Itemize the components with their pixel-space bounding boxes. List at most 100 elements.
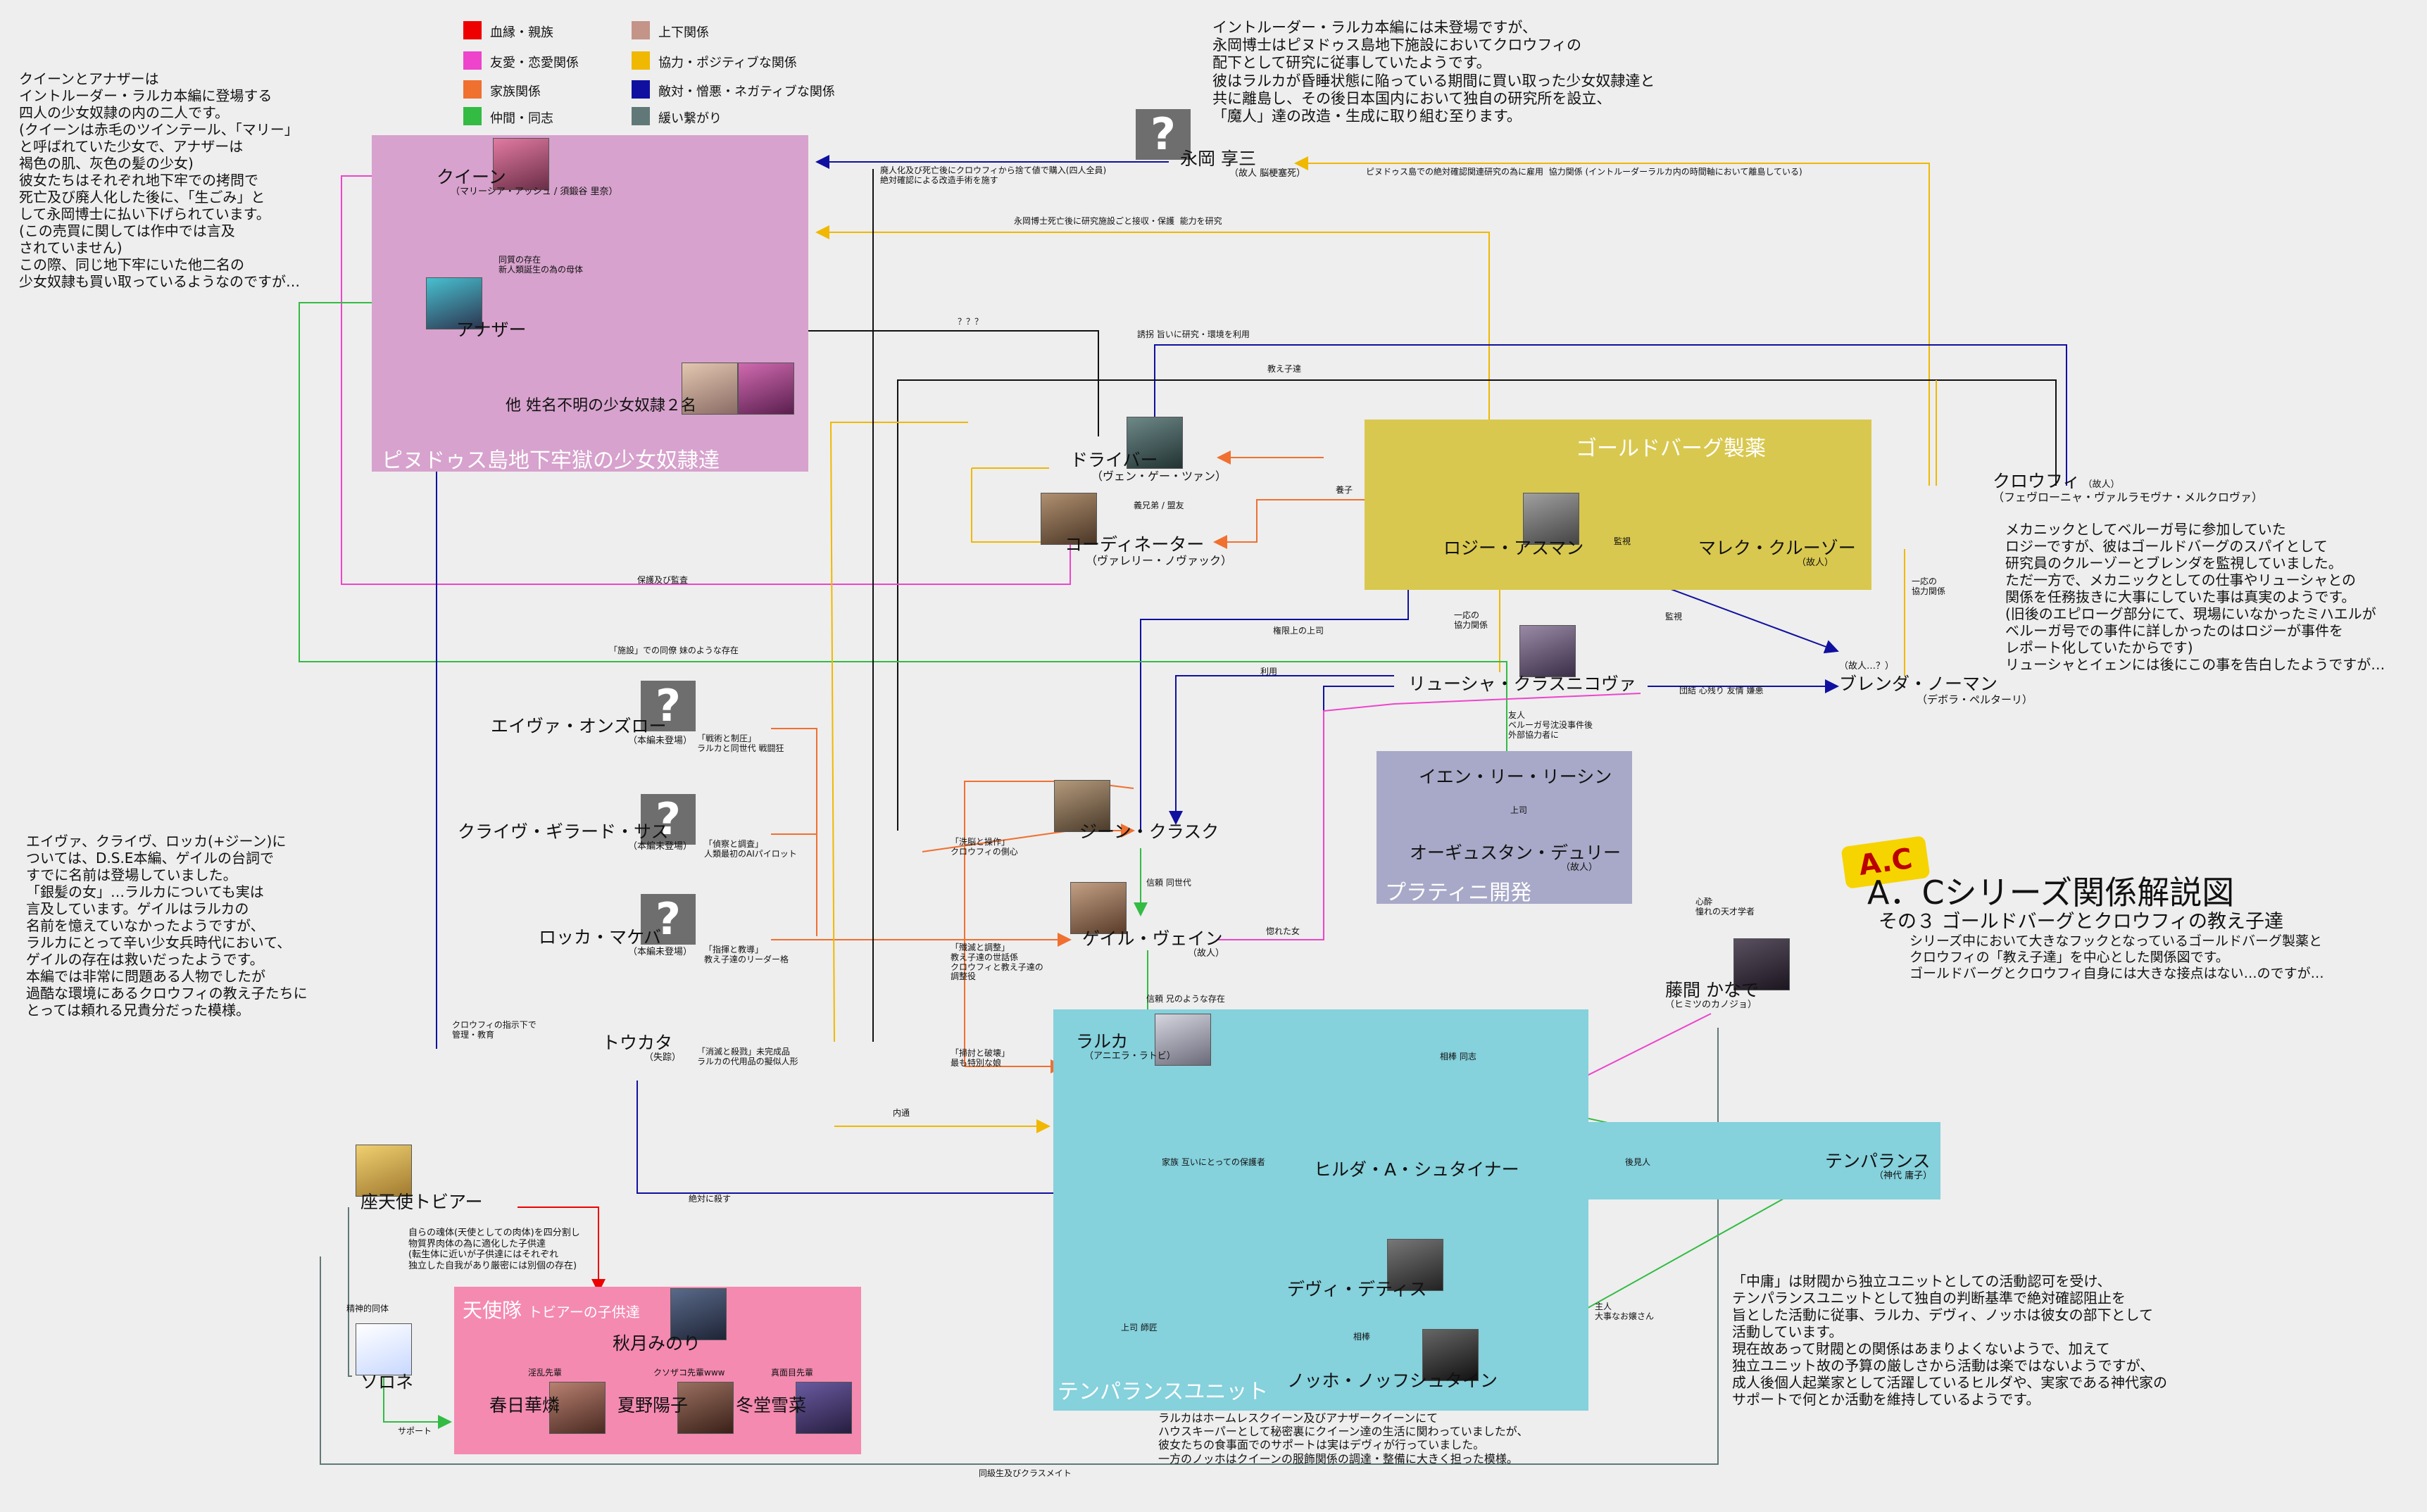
yukina-portrait — [796, 1382, 852, 1434]
node-kaede: 春日華燐 — [489, 1396, 560, 1416]
region-tenpa-main: テンパランスユニット — [1053, 1009, 1588, 1411]
brenda-sub: （デボラ・ペルターリ） — [1917, 693, 2033, 706]
edge-label-e7: 教え子達 — [1267, 364, 1302, 374]
region-platina: プラティニ開発 — [1376, 751, 1632, 905]
youko-portrait — [677, 1382, 734, 1434]
legend-swatch-0 — [463, 21, 482, 39]
region-goldberg: ゴールドバーグ製薬 — [1365, 420, 1871, 590]
note-top-left: クイーンとアナザーは イントルーダー・ラルカ本編に登場する 四人の少女奴隷の内の… — [19, 70, 300, 290]
legend-swatch-3 — [463, 107, 482, 125]
devi-name: デヴィ・デティス — [1287, 1279, 1427, 1299]
node-youko: 夏野陽子 — [617, 1396, 688, 1416]
region-pignus-title: ピヌドゥス島地下牢獄の少女奴隷達 — [382, 448, 720, 473]
node-marek: マレク・クルーゾー（故人） — [1698, 538, 1856, 568]
node-gale: ゲイル・ヴェイン（故人） — [1082, 929, 1224, 959]
nocco-portrait — [1422, 1329, 1479, 1381]
auguste-name: オーギュスタン・デュリー — [1410, 843, 1622, 863]
edge-label-e15: 利用 — [1260, 667, 1278, 676]
driver-portrait — [1127, 417, 1183, 469]
raruka-portrait — [1155, 1014, 1211, 1066]
title-main: A．Cシリーズ関係解説図 — [1867, 874, 2235, 912]
node-clive: クライヴ・ギラード・サス（本編未登場） — [458, 822, 692, 852]
edge-label-e19: 保護及び監査 — [637, 575, 689, 585]
edge-label-e9: 養子 — [1336, 485, 1353, 495]
legend-label-7: 緩い繋がり — [658, 111, 722, 126]
slave-portrait-1 — [682, 363, 738, 415]
node-queen: クイーン（マリーシア・アッシュ / 須鍛谷 里奈） — [437, 168, 618, 197]
region-tenpa-ext — [1588, 1122, 1940, 1199]
edge-label-e31: 「掃討と破壊」 最も特別な娘 — [951, 1048, 1010, 1068]
edge-label-e38: 上司 師匠 — [1121, 1323, 1158, 1333]
node-rosie: ロジー・アスマン — [1443, 538, 1583, 558]
legend-label-2: 家族関係 — [490, 84, 541, 99]
edge-label-e28: 惚れた女 — [1266, 926, 1300, 936]
clive-sub: （本編未登場） — [628, 840, 693, 852]
tokata-sub: （失踪） — [644, 1052, 682, 1063]
crowfy-tag: （故人） — [2083, 479, 2120, 490]
edge-label-e18: 上司 — [1510, 805, 1528, 815]
rocca-name: ロッカ・マケバ — [539, 927, 662, 947]
node-nagaoka: 永岡 享三（故人 脳梗塞死） — [1180, 149, 1305, 179]
kanade-sub: （ヒミツのカノジョ） — [1665, 999, 1757, 1010]
edge-label-e46: 同級生及びクラスメイト — [979, 1468, 1072, 1478]
legend-label-3: 仲間・同志 — [490, 111, 553, 126]
edge-label-e39: 相棒 — [1353, 1332, 1371, 1342]
crowfy-name: クロウフィ — [1993, 471, 2081, 491]
legend-label-1: 友愛・恋愛関係 — [490, 56, 579, 70]
minori-name: 秋月みのり — [613, 1333, 701, 1354]
rosie-portrait — [1523, 493, 1579, 545]
eva-sub: （本編未登場） — [628, 735, 693, 746]
edge-label-e10: 監視 — [1614, 536, 1631, 546]
edge-label-e33: 絶対に殺す — [689, 1194, 732, 1204]
minori-portrait — [670, 1288, 727, 1340]
edge-label-e13: 一応の 協力関係 — [1454, 610, 1488, 630]
edge-label-e17: 友人 ベルーガ号沈没事件後 外部協力者に — [1508, 710, 1593, 740]
edge-label-e41: 精神的同体 — [346, 1304, 389, 1313]
edge-label-e22: 「偵察と調査」 人類最初のAIパイロット — [704, 839, 797, 859]
nagaoka-sub: （故人 脳梗塞死） — [1229, 168, 1306, 179]
marek-sub: （故人） — [1797, 557, 1834, 568]
region-tenpa-ext2 — [1584, 1124, 1591, 1197]
legend-swatch-1 — [463, 51, 482, 70]
queen-name: クイーン — [437, 167, 506, 187]
region-angels: 天使隊 トビアーの子供達 — [454, 1287, 861, 1454]
note-top-center: イントルーダー・ラルカ本編には未登場ですが、 永岡博士はピヌドゥス島地下施設にお… — [1212, 19, 1655, 125]
edge-label-e32: 内通 — [893, 1108, 910, 1118]
edge-label-e40: 主人 大事なお嬢さん — [1595, 1302, 1655, 1321]
lucia-portrait — [1519, 625, 1576, 677]
legend-label-4: 上下関係 — [658, 25, 709, 40]
driver-name: ドライバー — [1070, 450, 1158, 470]
edge-label-e44: クソザコ先輩www — [653, 1368, 725, 1378]
raruka-name: ラルカ — [1076, 1031, 1129, 1052]
title-desc: シリーズ中において大きなフックとなっているゴールドバーグ製薬と クロウフィの「教… — [1909, 933, 2324, 981]
node-raruka: ラルカ（アニエラ・ラトビ） — [1076, 1032, 1176, 1061]
node-tempa: テンパランス（神代 庸子） — [1825, 1152, 1932, 1181]
gale-name: ゲイル・ヴェイン — [1082, 928, 1223, 949]
nagaoka-question-icon: ? — [1136, 109, 1191, 160]
sorone-portrait — [356, 1323, 412, 1375]
jean-name: ジーン・クラスク — [1079, 821, 1219, 842]
legend-swatch-7 — [632, 107, 650, 125]
edge-label-e23: 「指揮と教導」 教え子達のリーダー格 — [704, 945, 789, 964]
tempa-name: テンパランス — [1825, 1151, 1931, 1171]
node-yen: イエン・リー・リーシン — [1419, 767, 1612, 787]
edge-label-e45: 真面目先輩 — [771, 1368, 814, 1378]
edge-label-e4: 同質の存在 新人類誕生の為の母体 — [498, 255, 584, 275]
node-auguste: オーギュスタン・デュリー（故人） — [1410, 843, 1621, 873]
auguste-sub: （故人） — [1561, 862, 1598, 873]
edge-label-e6: 誘拐 旨いに研究・環境を利用 — [1137, 329, 1250, 339]
edge-label-e37: 心酔 憧れの天才学者 — [1695, 897, 1755, 916]
region-goldberg-title: ゴールドバーグ製薬 — [1576, 436, 1766, 461]
edge-label-e14: 権限上の上司 — [1273, 626, 1324, 636]
legend-swatch-2 — [463, 80, 482, 99]
eva-name: エイヴァ・オンズロー — [491, 716, 667, 736]
hilda-name: ヒルダ・A・シュタイナー — [1314, 1159, 1519, 1180]
others-name: 他 姓名不明の少女奴隷２名 — [506, 397, 696, 415]
node-driver: ドライバー（ヴェン・ゲー・ツァン） — [1070, 451, 1227, 482]
youko-name: 夏野陽子 — [617, 1395, 689, 1416]
tempa-sub: （神代 庸子） — [1874, 1170, 1933, 1181]
note-bottom-center: ラルカはホームレスクイーン及びアナザークイーンにて ハウスキーパーとして秘密裏に… — [1158, 1411, 1529, 1466]
jean-portrait — [1054, 780, 1110, 832]
node-jean: ジーン・クラスク — [1079, 822, 1219, 842]
node-crowfy: クロウフィ（故人）（フェヴローニャ・ヴァルラモヴナ・メルクロヴァ） — [1993, 472, 2263, 503]
